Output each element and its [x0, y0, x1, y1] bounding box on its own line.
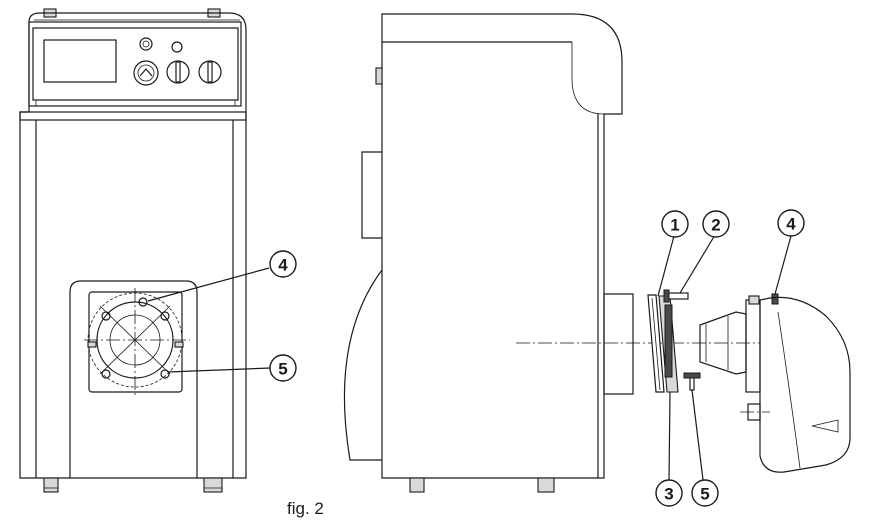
burner-housing [759, 296, 851, 473]
plate-nut-top [138, 297, 148, 307]
callout-side-1-label: 1 [670, 216, 679, 235]
control-panel [28, 21, 242, 107]
boiler-rear-curve [343, 269, 383, 461]
boiler-side-casing [381, 13, 623, 479]
callout-side-4 [777, 209, 805, 237]
burner-unit [699, 293, 851, 473]
side-flange [603, 293, 634, 395]
pressure-gauge [133, 60, 159, 86]
display-screen [43, 39, 117, 83]
boiler-front-casing [19, 12, 247, 479]
boiler-front-view: 4 5 [19, 8, 297, 493]
screw [683, 372, 701, 391]
callout-side-1 [661, 210, 689, 238]
callout-side-4-label: 4 [786, 215, 796, 234]
callout-side-2 [702, 210, 730, 238]
burner-nut [771, 293, 779, 305]
callout-front-4-label: 4 [278, 256, 288, 275]
figure-caption: fig. 2 [287, 499, 324, 518]
stud-bolt [663, 289, 689, 303]
side-foot-right [537, 477, 555, 493]
indicator-light [171, 41, 183, 53]
selector-knob-right [198, 60, 222, 84]
callout-side-5 [691, 479, 719, 507]
foot-right [203, 477, 223, 493]
boiler-side-view [343, 13, 760, 493]
selector-knob-left [166, 60, 190, 84]
burner-mounting-flange [745, 299, 761, 393]
callout-front-5-label: 5 [278, 360, 287, 379]
callout-side-3 [655, 479, 683, 507]
callout-side-2-label: 2 [711, 216, 720, 235]
side-latch [375, 67, 383, 85]
foot-left [43, 477, 59, 493]
callout-side-5-label: 5 [700, 485, 709, 504]
burner-exploded-view: 1 2 4 3 5 [647, 209, 851, 507]
side-foot-left [409, 477, 425, 493]
burner-mounting-plate [84, 288, 190, 396]
callout-front-4 [269, 250, 297, 278]
side-rear-bracket [361, 151, 382, 239]
callout-side-3-label: 3 [664, 485, 673, 504]
callout-front-5 [269, 354, 297, 382]
small-knob [139, 37, 153, 51]
